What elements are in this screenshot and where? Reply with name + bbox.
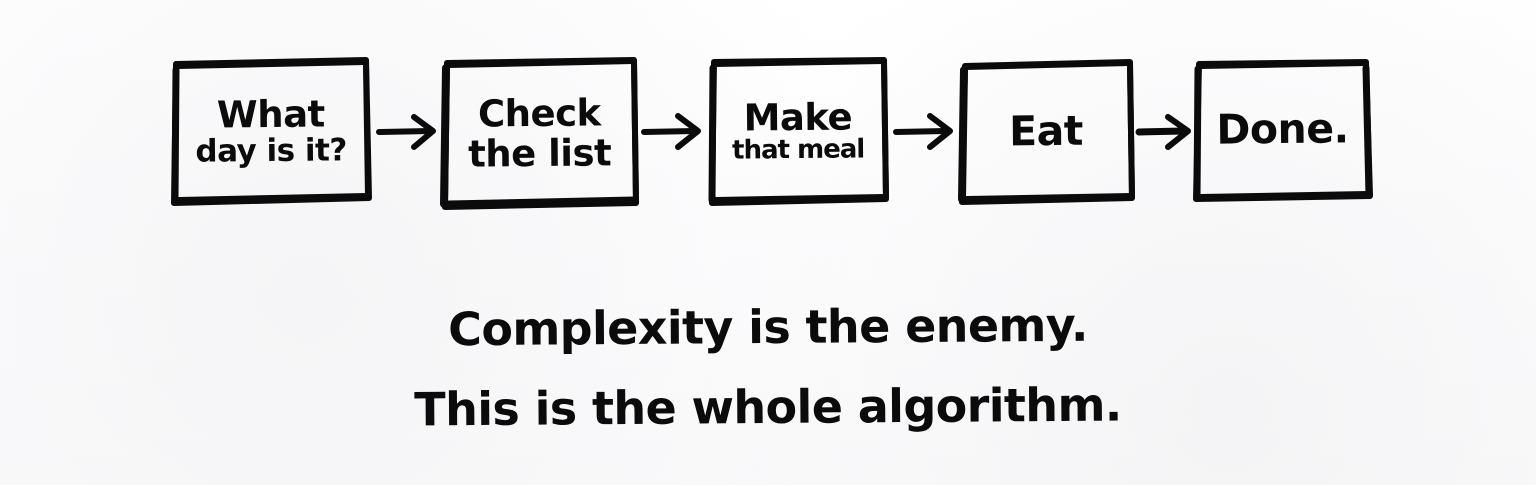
node-label-line: day is it? <box>195 132 348 170</box>
caption-line-1: Complexity is the enemy. <box>447 297 1088 357</box>
node-label-what-day: What day is it? <box>172 59 369 204</box>
arrow-1-icon <box>376 114 436 150</box>
node-box-done[interactable] <box>1193 59 1373 202</box>
node-box-make-meal[interactable] <box>708 57 889 206</box>
node-label-check-list: Check the list <box>442 59 636 208</box>
node-label-line: Eat <box>1008 106 1084 156</box>
node-label-line: Check <box>477 91 601 136</box>
node-label-line: Done. <box>1216 104 1349 154</box>
arrow-2-icon <box>641 113 701 150</box>
node-label-line: that meal <box>731 134 865 166</box>
node-label-done: Done. <box>1194 61 1370 199</box>
node-box-what-day[interactable] <box>171 57 372 206</box>
node-box-check-list[interactable] <box>440 57 639 210</box>
node-label-make-meal: Make that meal <box>709 59 886 204</box>
node-label-line: the list <box>467 130 612 176</box>
node-label-eat: Eat <box>959 61 1132 202</box>
caption-line-2: This is the whole algorithm. <box>414 377 1122 437</box>
arrow-4-icon <box>1135 114 1191 150</box>
node-label-line: What <box>216 92 325 137</box>
node-box-eat[interactable] <box>958 59 1135 205</box>
node-label-line: Make <box>743 95 853 140</box>
arrow-3-icon <box>893 113 953 150</box>
